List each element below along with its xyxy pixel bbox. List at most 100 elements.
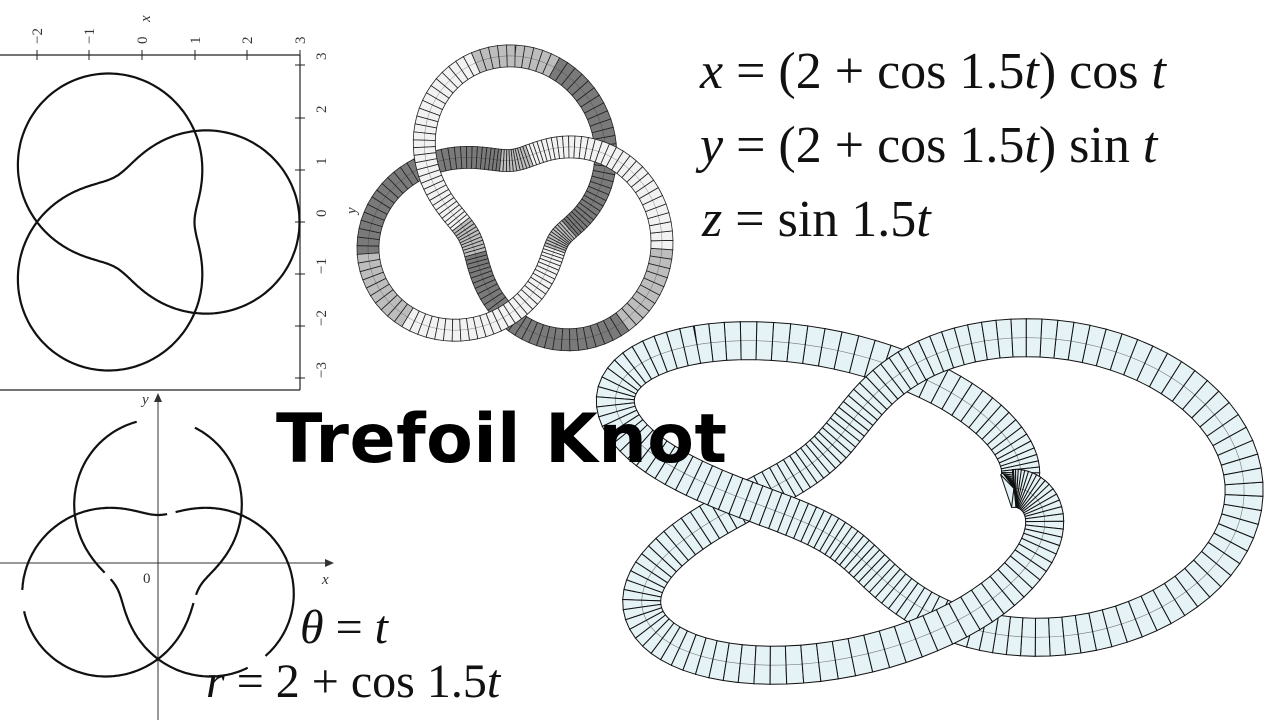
tube-seam xyxy=(368,261,371,269)
tube-seam xyxy=(959,343,972,347)
tube-seam xyxy=(634,362,642,369)
tube-seam xyxy=(1115,351,1131,358)
tube-seam xyxy=(983,631,996,635)
tube-seam xyxy=(872,390,880,397)
tube-seam xyxy=(1043,527,1045,534)
tube-seam xyxy=(580,87,586,95)
tube-seam xyxy=(564,230,568,233)
tube-seam xyxy=(660,350,672,355)
tube-seam xyxy=(676,539,685,547)
tube-seam xyxy=(617,160,624,165)
tube-seam xyxy=(367,238,369,247)
tube-seam xyxy=(970,605,983,614)
tube-seam xyxy=(569,339,578,341)
tube-seam xyxy=(600,330,609,334)
y-axis-arrow-icon xyxy=(154,393,162,402)
tube-seam xyxy=(856,554,862,560)
tube-seam xyxy=(1010,575,1019,584)
tube-seam xyxy=(712,658,727,662)
tube-seam xyxy=(603,165,606,173)
tube-seam xyxy=(710,341,726,343)
tube-seam xyxy=(914,603,923,609)
tube-seam xyxy=(746,499,757,504)
tube-seam xyxy=(980,412,989,420)
tube-seam xyxy=(460,329,469,331)
y-tick-label: 3 xyxy=(314,53,330,61)
tube-seam xyxy=(660,249,663,258)
tube-seam xyxy=(668,545,677,553)
tube-seam xyxy=(1194,394,1206,405)
tube-seam xyxy=(573,221,577,225)
tube-seam xyxy=(1063,633,1079,637)
tube-seam xyxy=(598,151,606,155)
tube-seam xyxy=(472,243,474,248)
tube-seam xyxy=(641,593,643,601)
tube-seam xyxy=(1070,340,1087,345)
tube-seam xyxy=(531,58,540,61)
tube-seam xyxy=(483,57,491,61)
tube-seam xyxy=(576,219,580,223)
y-axis-label: y xyxy=(140,392,149,408)
tube-seam xyxy=(868,649,885,654)
tube-seam xyxy=(566,228,570,231)
tube-seam xyxy=(496,317,504,322)
tube-seam xyxy=(647,450,657,457)
tube-seam xyxy=(907,362,918,369)
tube-seam xyxy=(646,620,651,627)
tube-segment xyxy=(654,445,685,486)
tube-seam xyxy=(700,521,710,529)
tube-seam xyxy=(615,404,618,412)
tube-seam xyxy=(622,316,630,322)
tube-seam xyxy=(585,94,591,102)
tube-seam xyxy=(1032,494,1036,498)
tube-seam xyxy=(568,76,575,83)
tube-seam xyxy=(489,158,494,160)
tube-seam xyxy=(461,66,469,71)
tube-seam xyxy=(1205,404,1215,415)
tube-seam xyxy=(651,565,657,573)
tube-seam xyxy=(523,156,527,159)
x-tick-label: −1 xyxy=(82,28,98,44)
y-tick-label: −1 xyxy=(314,258,330,274)
tube-seam xyxy=(1016,455,1019,461)
tube-seam xyxy=(644,579,648,587)
tube-seam xyxy=(425,160,428,168)
tube-seam xyxy=(589,100,595,109)
tube-seam xyxy=(951,392,963,400)
tube-seam xyxy=(649,282,655,291)
tube-seam xyxy=(656,558,663,566)
tube-seam xyxy=(526,155,530,158)
tube-seam xyxy=(992,590,1003,599)
tube-seam xyxy=(464,229,468,233)
tube-seam xyxy=(469,237,472,241)
tube-seam xyxy=(590,200,594,206)
tube-seam xyxy=(670,643,680,649)
tube-seam xyxy=(561,71,569,77)
tube-seam xyxy=(444,80,450,86)
tube-seam xyxy=(1021,636,1036,638)
tube-seam xyxy=(471,240,473,244)
tube-seam xyxy=(878,384,886,391)
tube-seam xyxy=(792,517,802,522)
tube-seam xyxy=(1041,533,1044,540)
tube-seam xyxy=(642,586,645,594)
tube-seam xyxy=(449,157,456,160)
tube-seam xyxy=(611,156,618,161)
tube-seam xyxy=(984,338,998,342)
tube-seam xyxy=(439,85,445,93)
tube-seam xyxy=(584,209,589,214)
tube-seam xyxy=(1186,582,1198,592)
tube-seam xyxy=(562,232,566,235)
tube-seam xyxy=(1171,377,1184,387)
tube-seam xyxy=(425,118,428,127)
tube-seam xyxy=(939,386,952,393)
tube-seam xyxy=(640,297,646,305)
tube-seam xyxy=(1040,337,1056,340)
tube-seam xyxy=(424,153,427,161)
tube-seam xyxy=(784,513,793,518)
tube-seam xyxy=(429,326,437,329)
tube-seam xyxy=(557,239,559,243)
tube-seam xyxy=(468,62,476,67)
tube-seam xyxy=(674,467,685,474)
tube-seam xyxy=(915,632,931,640)
